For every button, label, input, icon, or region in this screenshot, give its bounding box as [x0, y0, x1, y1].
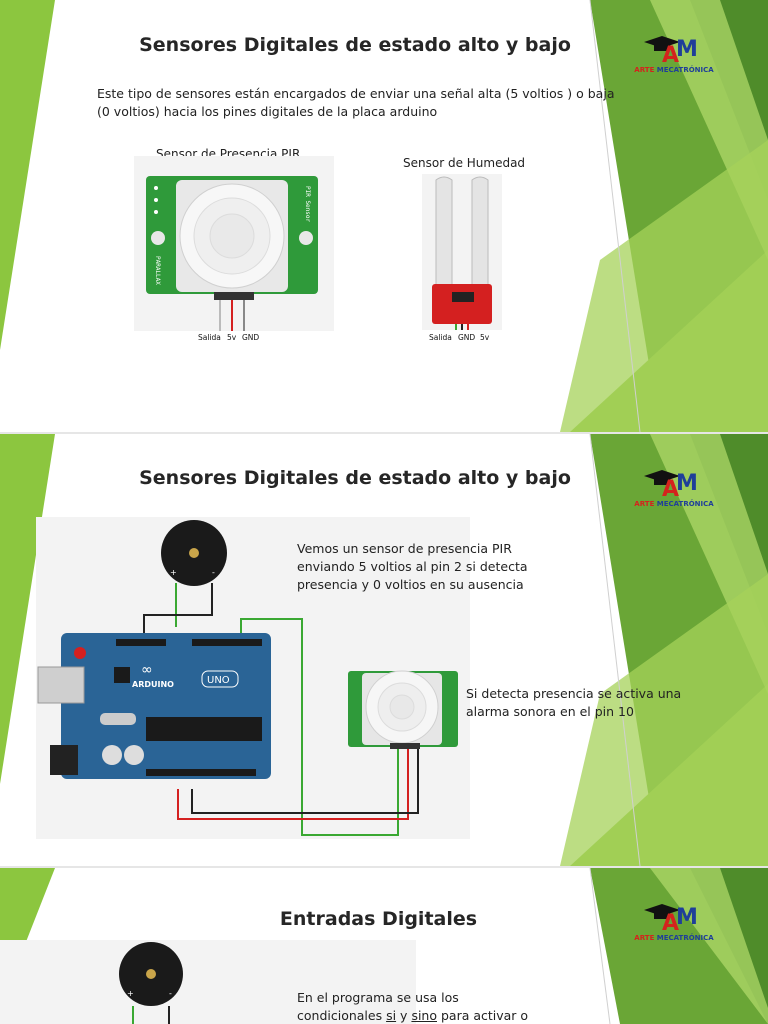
pir-sensor-image: PIR Sensor PARALLAX [134, 156, 334, 331]
text-line: Si detecta presencia se activa una [466, 686, 682, 701]
slide-paragraph: Este tipo de sensores están encargados d… [97, 85, 614, 121]
text-line: presencia y 0 voltios en su ausencia [297, 577, 524, 592]
humidity-sensor-image [422, 174, 502, 330]
humidity-pin-label: 5v [480, 333, 490, 342]
text-line: Vemos un sensor de presencia PIR [297, 541, 512, 556]
svg-text:A: A [662, 477, 679, 502]
arte-mecatronica-logo: A M ARTE MECATRÓNICA [624, 900, 724, 946]
logo-word-mecatronica: MECATRÓNICA [656, 500, 714, 508]
text-fragment: condicionales [297, 1008, 387, 1023]
text-fragment: para activar o [437, 1008, 529, 1023]
slide-separator [0, 866, 768, 868]
circuit-diagram-background [0, 940, 416, 1024]
text-line: En el programa se usa los [297, 990, 459, 1005]
paragraph-line: Este tipo de sensores están encargados d… [97, 86, 615, 101]
slide-1: A M ARTE MECATRÓNICA Sensores Digitales … [0, 0, 768, 432]
humidity-pin-label: Salida [429, 333, 452, 342]
arte-mecatronica-logo: A M ARTE MECATRÓNICA [624, 32, 724, 78]
logo-word-arte: ARTE [634, 500, 655, 508]
arduino-board [61, 633, 271, 779]
text-line: alarma sonora en el pin 10 [466, 704, 634, 719]
slide-separator [0, 432, 768, 434]
svg-text:+: + [127, 989, 134, 998]
text-line: enviando 5 voltios al pin 2 si detecta [297, 559, 528, 574]
slide-background-shapes [0, 0, 768, 432]
svg-text:-: - [169, 989, 172, 998]
slide-3: A M ARTE MECATRÓNICA Entradas Digitales … [0, 868, 768, 1024]
slide-title: Sensores Digitales de estado alto y bajo [139, 467, 571, 489]
arte-mecatronica-logo: A M ARTE MECATRÓNICA [624, 466, 724, 512]
svg-text:-: - [212, 568, 215, 577]
arduino-model-text: UNO [207, 675, 230, 686]
svg-text:PIR Sensor: PIR Sensor [304, 186, 311, 223]
slide-2: A M ARTE MECATRÓNICA Sensores Digitales … [0, 434, 768, 866]
logo-word-mecatronica: MECATRÓNICA [656, 66, 714, 74]
svg-text:M: M [676, 37, 698, 62]
logo-word-arte: ARTE [634, 934, 655, 942]
arduino-circuit-diagram: + - ARDUINO UNO ∞ [37, 520, 458, 836]
arduino-brand-text: ARDUINO [132, 680, 174, 689]
pir-pin-label: 5v [227, 333, 237, 342]
slide-background-shapes [0, 434, 768, 866]
paragraph-line: (0 voltios) hacia los pines digitales de… [97, 104, 438, 119]
keyword-sino: sino [411, 1008, 437, 1023]
pir-pin-label: GND [242, 333, 260, 342]
svg-text:A: A [662, 43, 679, 68]
svg-text:M: M [676, 905, 698, 930]
humidity-pin-label: GND [458, 333, 476, 342]
keyword-si: si [386, 1008, 397, 1023]
pir-pin-label: Salida [198, 333, 221, 342]
text-fragment: y [396, 1008, 412, 1023]
svg-text:∞: ∞ [141, 662, 153, 678]
svg-text:A: A [662, 911, 679, 936]
slide-title: Sensores Digitales de estado alto y bajo [139, 34, 571, 56]
circuit-diagram-partial: + - [119, 942, 183, 1024]
explanation-text: En el programa se usa los condicionales … [297, 989, 528, 1024]
svg-text:PARALLAX: PARALLAX [154, 256, 161, 285]
humidity-sensor-caption: Sensor de Humedad [403, 156, 526, 170]
logo-word-arte: ARTE [634, 66, 655, 74]
explanation-text-1: Vemos un sensor de presencia PIR enviand… [297, 540, 528, 594]
svg-text:M: M [676, 471, 698, 496]
slide-title: Entradas Digitales [279, 908, 478, 930]
logo-word-mecatronica: MECATRÓNICA [656, 934, 714, 942]
svg-text:+: + [170, 568, 177, 577]
explanation-text-2: Si detecta presencia se activa una alarm… [466, 685, 681, 721]
text-line: condicionales si y sino para activar o [297, 1007, 528, 1024]
